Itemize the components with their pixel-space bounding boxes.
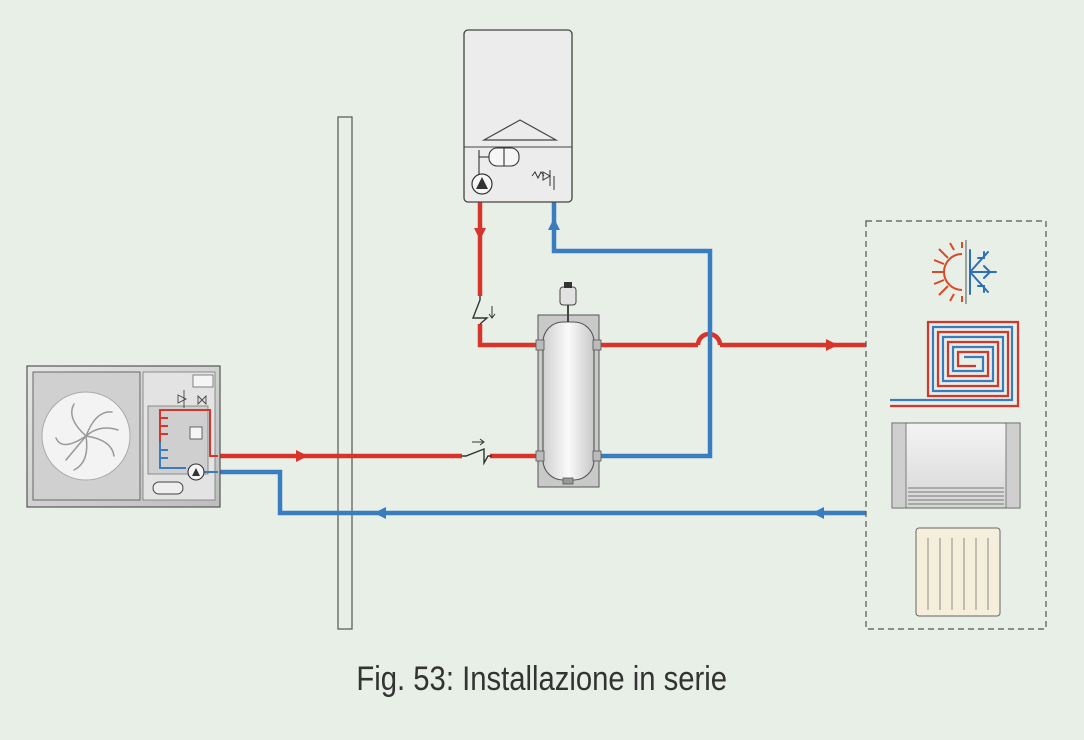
- arrow-left-icon: [812, 507, 824, 519]
- sun-icon: [932, 242, 963, 302]
- heating-cooling-icon: [932, 240, 997, 304]
- control-panel-icon: [192, 374, 214, 388]
- expansion-vessel-icon: [152, 481, 184, 495]
- air-vent-icon: [559, 282, 577, 322]
- check-valve-horizontal: [462, 438, 492, 466]
- arrow-left-icon: [374, 507, 386, 519]
- fan-coil: [891, 422, 1021, 509]
- snowflake-icon: [969, 249, 997, 295]
- check-valve-vertical: [471, 296, 496, 325]
- heat-pump-outdoor-unit: [26, 365, 221, 508]
- figure-caption: Fig. 53: Installazione in serie: [356, 660, 728, 698]
- arrow-down-icon: [474, 228, 486, 240]
- radiator: [915, 527, 1001, 617]
- fan-blades: [55, 403, 119, 471]
- arrow-up-icon: [548, 218, 560, 230]
- arrow-right-icon: [296, 450, 308, 462]
- expansion-vessel-icon: [478, 147, 520, 178]
- arrow-right-icon: [826, 339, 838, 351]
- flow-arrows: [296, 218, 838, 519]
- burner-icon: [481, 119, 559, 141]
- building-wall: [337, 116, 353, 630]
- cold-pipes: [218, 202, 866, 516]
- emitters-dashed-box: [865, 220, 1047, 630]
- valve-icon: [177, 390, 207, 408]
- flow-switch-icon: [189, 426, 203, 440]
- pump-icon: [471, 173, 493, 195]
- wall-boiler: [463, 29, 573, 203]
- buffer-tank: [535, 282, 602, 488]
- safety-valve-icon: [531, 170, 555, 190]
- underfloor-heating-coil: [890, 320, 1020, 408]
